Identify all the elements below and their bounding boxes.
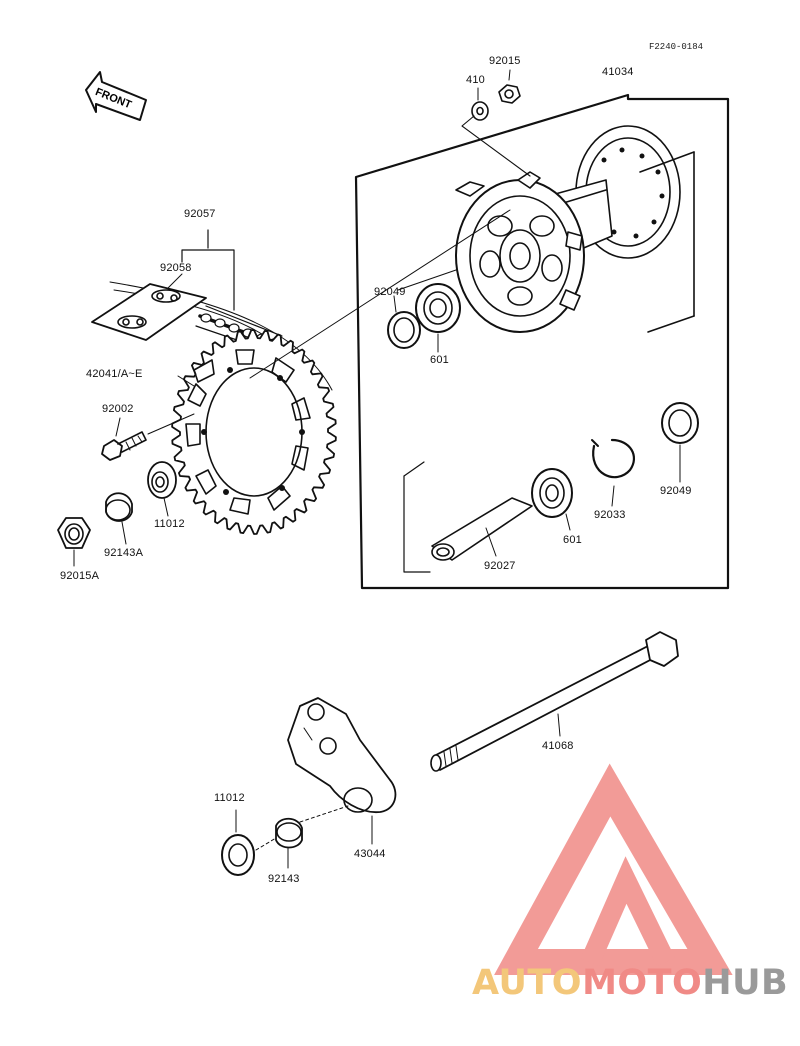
label-92033: 92033 (594, 509, 626, 521)
seal-92049-lower (661, 402, 699, 444)
label-92015A: 92015A (60, 570, 100, 582)
collar-11012-lower (221, 834, 255, 876)
seal-92049-upper (387, 311, 421, 349)
nut-92015 (498, 84, 521, 104)
figure-code: F2240-0184 (649, 42, 704, 52)
collar-92143A (105, 492, 133, 522)
spacer-92027 (431, 497, 533, 561)
chain-link-92058 (91, 283, 207, 341)
label-410: 410 (466, 74, 485, 86)
label-601-upper: 601 (430, 354, 449, 366)
label-41068: 41068 (542, 740, 574, 752)
axle-41068 (430, 631, 679, 772)
caliper-bracket-43044 (287, 697, 397, 813)
label-43044: 43044 (354, 848, 386, 860)
label-92143A: 92143A (104, 547, 144, 559)
label-11012-lower: 11012 (214, 792, 245, 804)
label-92027: 92027 (484, 560, 516, 572)
automotohub-logo (494, 763, 733, 975)
bearing-601-upper (415, 283, 461, 333)
washer-410 (471, 101, 489, 121)
hub-box (354, 93, 730, 590)
bolt-92002 (101, 431, 147, 461)
bearing-601-lower (531, 468, 573, 518)
label-42041: 42041/A~E (86, 368, 143, 380)
watermark-text: AUTOMOTOHUB (472, 963, 789, 1003)
rear-hub (455, 125, 695, 333)
label-92058: 92058 (160, 262, 192, 274)
label-92002: 92002 (102, 403, 134, 415)
collar-92143 (275, 817, 303, 849)
label-601-lower: 601 (563, 534, 582, 546)
label-92143: 92143 (268, 873, 300, 885)
label-92015: 92015 (489, 55, 521, 67)
collar-11012-upper (147, 461, 177, 499)
front-arrow-icon (85, 71, 147, 121)
sprocket-42041 (171, 329, 337, 535)
label-11012-upper: 11012 (154, 518, 185, 530)
label-41034: 41034 (602, 66, 634, 78)
label-92057: 92057 (184, 208, 216, 220)
label-92049-lower: 92049 (660, 485, 692, 497)
nut-92015A (57, 517, 91, 549)
circlip-92033 (591, 438, 636, 479)
label-92049-upper: 92049 (374, 286, 406, 298)
